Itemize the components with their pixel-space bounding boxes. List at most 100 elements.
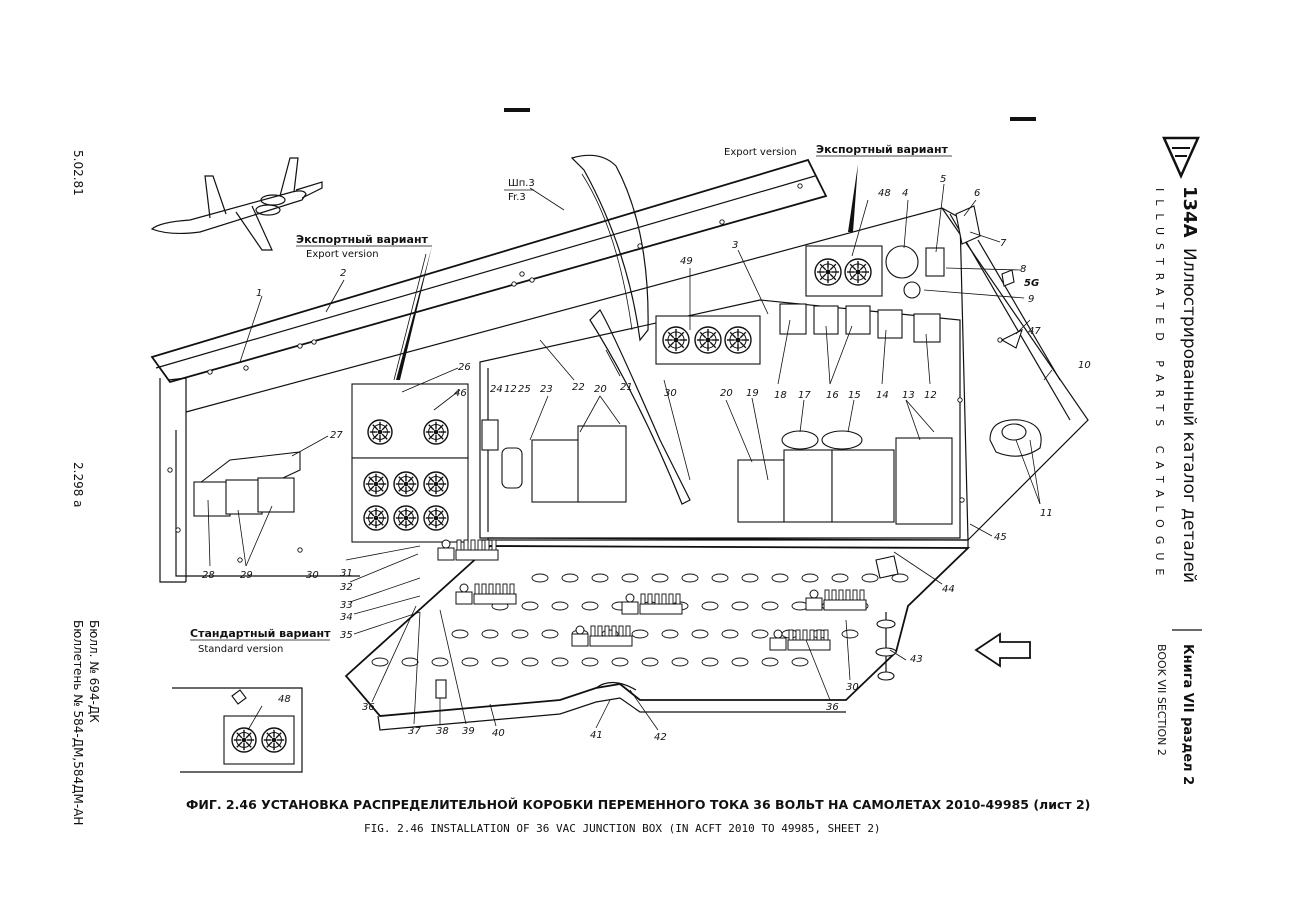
part-label: 4 xyxy=(902,188,908,199)
part-label: 48 xyxy=(278,694,291,705)
caption-en: FIG. 2.46 INSTALLATION OF 36 VAC JUNCTIO… xyxy=(364,822,881,835)
part-label: 6 xyxy=(974,188,980,199)
fuse-holder-icon xyxy=(363,471,389,497)
plate-hole xyxy=(671,657,689,667)
part-label: 19 xyxy=(746,388,759,399)
plate-hole xyxy=(551,601,569,611)
part-label: 5G xyxy=(1024,278,1039,289)
plate-hole xyxy=(371,657,389,667)
plate-hole xyxy=(511,629,529,639)
plate-hole xyxy=(731,657,749,667)
part-label: 13 xyxy=(902,390,915,401)
bulletin-line-2: Бюллетень № 584-ДМ,584ДМ-АН xyxy=(71,620,85,825)
part-label: 35 xyxy=(340,630,353,641)
part-label: 9 xyxy=(1028,294,1034,305)
catalogue-title-en: ILLUSTRATED PARTS CATALOGUE xyxy=(1153,188,1166,583)
export-version-top-ru: Экспортный вариант xyxy=(816,143,949,156)
arrow-left-icon xyxy=(974,632,1031,668)
plate-hole xyxy=(761,657,779,667)
book-section-ru: Книга VII раздел 2 xyxy=(1180,644,1195,785)
fuse-block-49 xyxy=(655,315,761,365)
pointer-wedge xyxy=(396,246,432,380)
date-stamp: 5.02.81 xyxy=(71,150,85,196)
part-label: 11 xyxy=(1040,508,1053,519)
page-number: 2.298 а xyxy=(71,462,85,508)
plate-hole xyxy=(701,657,719,667)
pointer-wedge xyxy=(848,164,858,232)
plate-hole xyxy=(711,573,729,583)
part-label: 22 xyxy=(572,382,585,393)
export-version-left-ru: Экспортный вариант xyxy=(296,233,429,246)
plate-hole xyxy=(641,657,659,667)
part-label: 20 xyxy=(594,384,607,395)
part-label: 25 xyxy=(518,384,531,395)
fuse-holder-icon xyxy=(423,471,449,497)
fuse-holder-icon xyxy=(844,258,872,286)
registration-mark xyxy=(1010,117,1036,121)
part-label: 37 xyxy=(408,726,421,737)
pad-11 xyxy=(989,419,1042,457)
plate-hole xyxy=(701,601,719,611)
part-label: 41 xyxy=(590,730,603,741)
part-label: 12 xyxy=(924,390,937,401)
standard-version-inset xyxy=(172,687,303,773)
fuse-holder-icon xyxy=(393,471,419,497)
plate-hole xyxy=(581,601,599,611)
relay-boxes xyxy=(481,419,953,525)
part-label: 20 xyxy=(720,388,733,399)
part-label: 18 xyxy=(774,390,787,401)
part-label: 21 xyxy=(620,382,633,393)
plate-hole xyxy=(401,657,419,667)
plate-hole xyxy=(461,657,479,667)
panel-assembly xyxy=(150,158,1089,583)
part-label: 45 xyxy=(994,532,1007,543)
part-label: 33 xyxy=(340,600,353,611)
aircraft-silhouette xyxy=(150,157,323,251)
part-label: 36 xyxy=(826,702,839,713)
part-label: 16 xyxy=(826,390,839,401)
part-label: 8 xyxy=(1020,264,1026,275)
standard-version-en: Standard version xyxy=(198,644,283,655)
terminal-strip xyxy=(571,625,633,647)
plate-hole xyxy=(651,573,669,583)
fastener-44 xyxy=(875,555,899,579)
part-label: 17 xyxy=(798,390,811,401)
terminal-strip xyxy=(455,583,517,605)
plate-hole xyxy=(841,629,859,639)
plate-hole xyxy=(491,657,509,667)
plate-hole xyxy=(691,629,709,639)
part-label: 30 xyxy=(664,388,677,399)
plate-hole xyxy=(431,657,449,667)
left-relay-group xyxy=(193,451,301,517)
fastener-43 xyxy=(875,612,897,681)
left-margin: 5.02.81 2.298 а Бюлл. № 694-ДК Бюллетень… xyxy=(71,150,101,825)
plate-hole xyxy=(831,573,849,583)
fuse-holder-icon xyxy=(814,258,842,286)
plate-hole xyxy=(721,629,739,639)
plate-hole xyxy=(561,573,579,583)
part-label: 28 xyxy=(202,570,215,581)
fuse-holder-icon xyxy=(423,419,449,445)
part-label: 3 xyxy=(732,240,738,251)
plate-hole xyxy=(801,573,819,583)
fuse-holder-icon xyxy=(363,505,389,531)
part-label: 23 xyxy=(540,384,553,395)
part-label: 36 xyxy=(362,702,375,713)
caption-ru: ФИГ. 2.46 УСТАНОВКА РАСПРЕДЕЛИТЕЛЬНОЙ КО… xyxy=(186,797,1090,812)
plate-hole xyxy=(521,657,539,667)
part-label: 7 xyxy=(1000,238,1007,249)
plate-hole xyxy=(661,629,679,639)
part-label: 30 xyxy=(306,570,319,581)
plate-hole xyxy=(611,657,629,667)
fuse-holder-icon xyxy=(393,505,419,531)
part-label: 31 xyxy=(340,568,353,579)
frame-label-ru: Шп.3 xyxy=(508,178,535,189)
terminal-strip xyxy=(805,589,867,611)
frame-section xyxy=(570,154,691,505)
plate-hole xyxy=(541,629,559,639)
fuse-holder-icon xyxy=(724,326,752,354)
part-label: 14 xyxy=(876,390,889,401)
book-section-en: BOOK VII SECTION 2 xyxy=(1155,644,1168,756)
manufacturer-logo-icon xyxy=(1162,136,1200,180)
rivet-row xyxy=(167,183,1003,563)
